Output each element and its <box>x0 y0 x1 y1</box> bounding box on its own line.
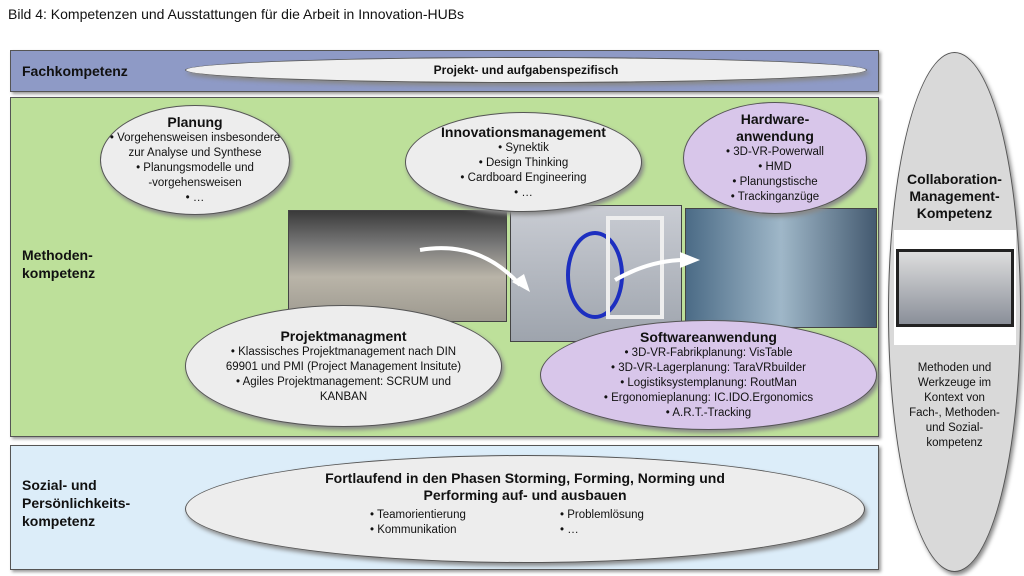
softwareanwendung-ellipse: Softwareanwendung • 3D-VR-Fabrikplanung:… <box>540 320 877 430</box>
methodenkompetenz-label: Methoden-kompetenz <box>22 247 96 281</box>
fachkompetenz-ellipse: Projekt- und aufgabenspezifisch <box>185 57 867 83</box>
flow-arrows <box>419 246 700 292</box>
fachkompetenz-label: Fachkompetenz <box>22 63 128 79</box>
sozialkompetenz-ellipse: Fortlaufend in den Phasen Storming, Form… <box>185 455 865 563</box>
powerwall-photo <box>685 208 877 328</box>
ergonomics-simulation-image <box>510 205 682 342</box>
videoconference-photo <box>893 230 1016 345</box>
fachkompetenz-text: Projekt- und aufgabenspezifisch <box>433 62 619 77</box>
hardwareanwendung-ellipse: Hardware-anwendung • 3D-VR-Powerwall• HM… <box>683 102 867 214</box>
figure-title: Bild 4: Kompetenzen und Ausstattungen fü… <box>8 6 465 22</box>
projektmanagement-ellipse: Projektmanagment • Klassisches Projektma… <box>185 305 502 427</box>
innovationsmanagement-ellipse: Innovationsmanagement • Synektik• Design… <box>405 112 642 212</box>
collaboration-ellipse: Collaboration-Management-Kompetenz Metho… <box>888 52 1021 572</box>
